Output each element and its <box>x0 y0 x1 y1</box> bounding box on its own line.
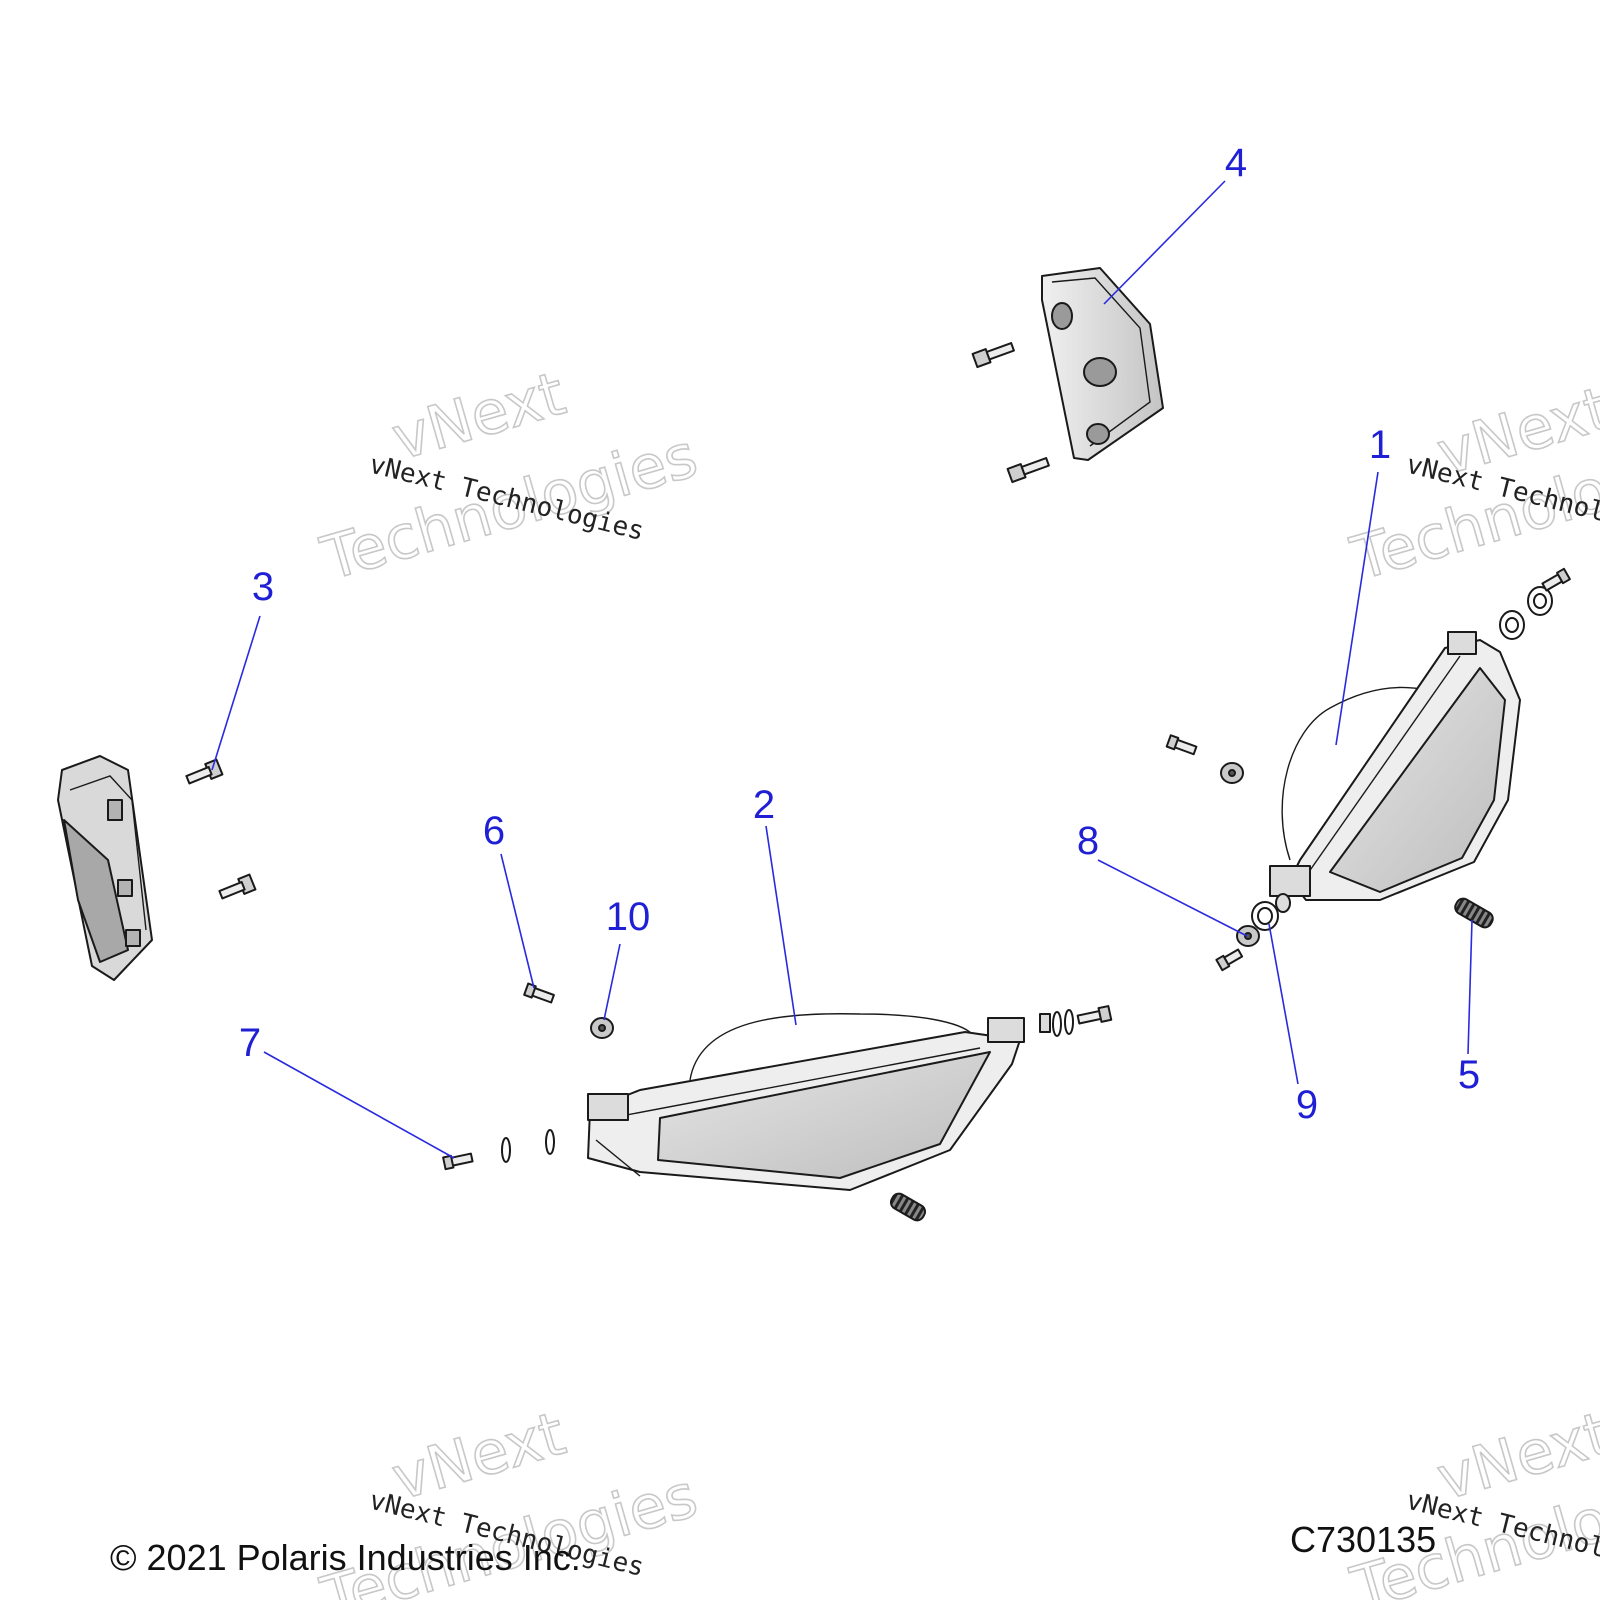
figure-id: C730135 <box>1290 1519 1436 1560</box>
part-5-spring-lower <box>889 1192 927 1222</box>
watermark-top-right: vNext Technologies vNext Technologies <box>1343 373 1600 595</box>
part-2-side-washers <box>501 1005 1113 1163</box>
part-7-screw <box>442 1152 474 1171</box>
part-4-cover-plate <box>1041 267 1164 461</box>
part-3-side-light <box>57 755 153 981</box>
leader-8 <box>1097 859 1248 937</box>
part-5-spring-upper <box>1454 897 1494 929</box>
callout-6: 6 <box>483 809 505 853</box>
part-8-washer <box>1215 925 1260 972</box>
part-4-screws <box>971 342 1050 484</box>
callout-labels: 1 2 3 4 5 6 7 8 9 10 <box>239 141 1480 1127</box>
leader-1 <box>1335 471 1379 746</box>
copyright-text: © 2021 Polaris Industries Inc. <box>110 1537 581 1578</box>
leader-4 <box>1103 180 1226 305</box>
callout-2: 2 <box>753 783 775 827</box>
callout-5: 5 <box>1458 1053 1480 1097</box>
callout-1: 1 <box>1369 423 1391 467</box>
part-9-washer <box>1251 901 1279 931</box>
callout-3: 3 <box>252 565 274 609</box>
leader-10 <box>603 943 621 1021</box>
part-2-headlight <box>587 1013 1051 1191</box>
callout-7: 7 <box>239 1021 261 1065</box>
part-10-grommet <box>590 1017 614 1039</box>
part-6-screw <box>523 982 555 1004</box>
leader-lines <box>211 180 1473 1159</box>
part-1-hardware <box>1165 567 1571 784</box>
watermark-top-left: vNext Technologies vNext Technologies <box>313 358 705 595</box>
callout-4: 4 <box>1225 141 1247 185</box>
watermark-big-1: vNext <box>385 359 573 475</box>
part-1-headlight <box>1269 631 1521 913</box>
leader-9 <box>1268 923 1299 1085</box>
leader-5 <box>1467 919 1473 1055</box>
callout-8: 8 <box>1077 819 1099 863</box>
leader-7 <box>263 1051 455 1159</box>
leader-2 <box>765 825 797 1026</box>
callout-9: 9 <box>1296 1083 1318 1127</box>
leader-6 <box>500 853 535 989</box>
callout-10: 10 <box>606 895 651 939</box>
part-3-screws <box>185 758 257 900</box>
watermark-bottom-right: vNext Technologies vNext Technologies <box>1343 1398 1600 1605</box>
leader-3 <box>211 615 261 771</box>
